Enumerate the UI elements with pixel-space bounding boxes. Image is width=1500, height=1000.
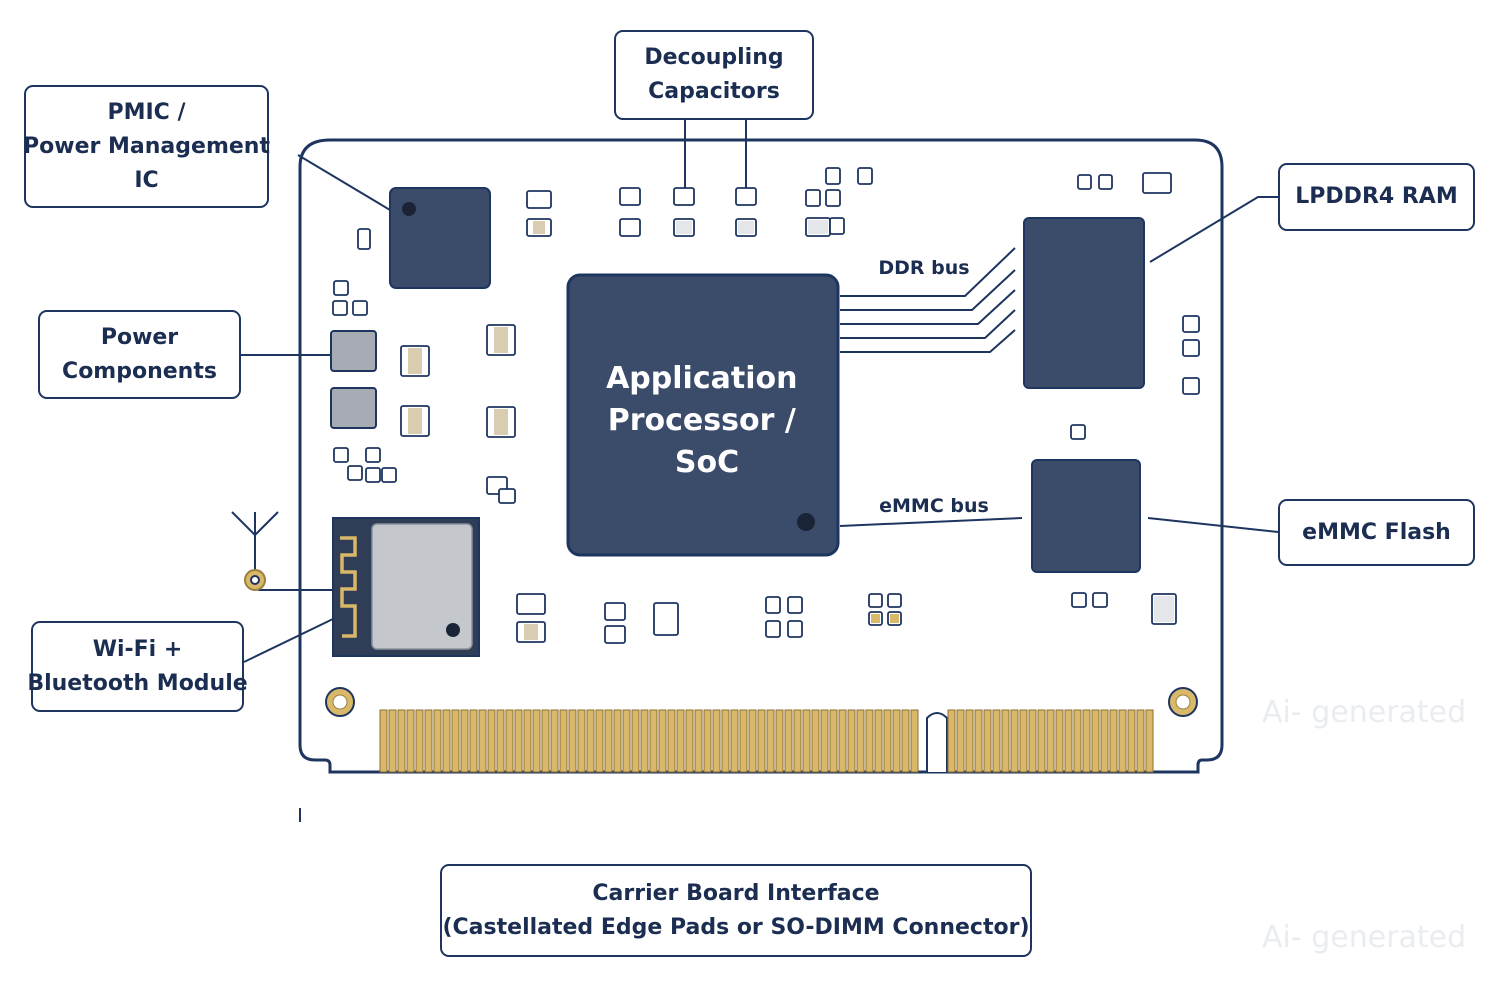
edge-connector-pads: [379, 709, 1154, 773]
emmc-bus-trace: [839, 517, 1023, 527]
lpddr4-callout: LPDDR4 RAM: [1278, 163, 1475, 231]
soc-chip: [566, 273, 840, 557]
leader-lines: [240, 120, 1279, 822]
emmc-flash-chip: [1031, 459, 1141, 573]
mounting-hole-left: [325, 687, 355, 717]
mounting-hole-right: [1168, 687, 1198, 717]
pcb-antenna-trace: [340, 536, 357, 638]
wifi-bluetooth-module: [332, 517, 480, 657]
passive-components: [330, 167, 1200, 644]
ddr-bus-label: DDR bus: [878, 257, 969, 279]
watermark-text: Ai- generated: [1262, 695, 1467, 730]
connector-notch: [926, 712, 948, 772]
emmc-bus-label: eMMC bus: [879, 495, 989, 517]
lpddr4-ram-chip: [1023, 217, 1145, 389]
watermark-text: Ai- generated: [1262, 920, 1467, 955]
ddr-bus-traces: [840, 247, 1016, 353]
carrier-interface-callout: Carrier Board Interface(Castellated Edge…: [440, 864, 1032, 957]
emmc-flash-callout: eMMC Flash: [1278, 499, 1475, 566]
antenna-icon: [231, 511, 279, 591]
pmic-chip: [389, 187, 491, 289]
wifi-bluetooth-callout: Wi-Fi +Bluetooth Module: [27, 621, 248, 712]
soc-label: Application Processor / SoC: [606, 361, 808, 480]
